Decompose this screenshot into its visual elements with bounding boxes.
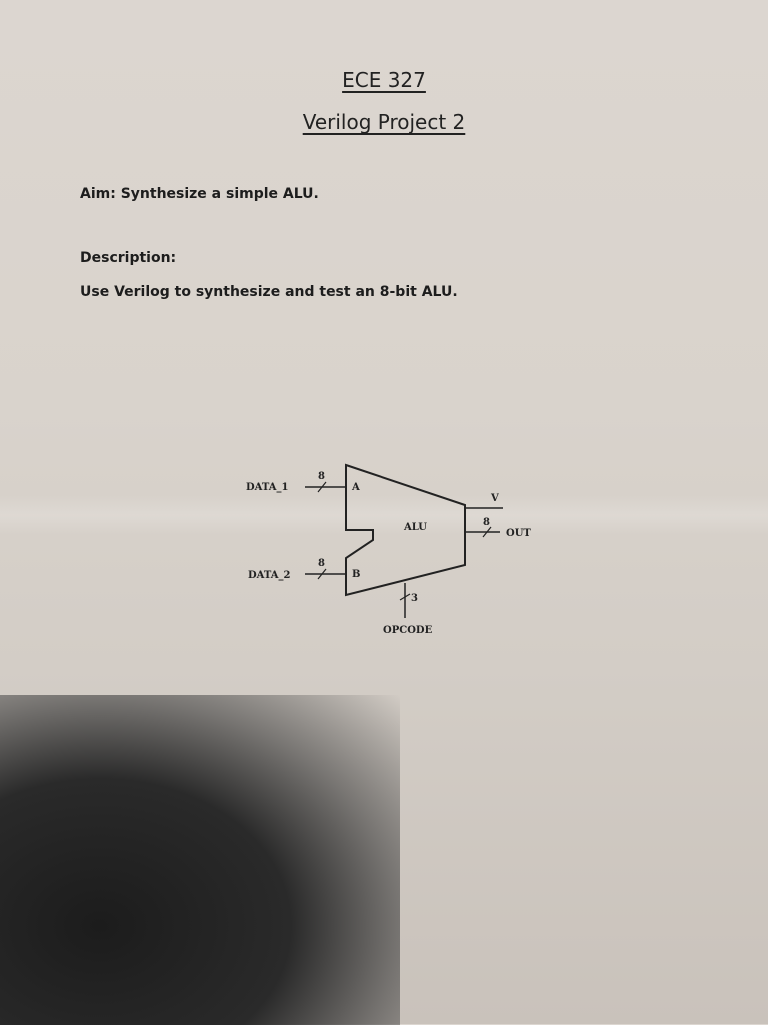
data2-label: DATA_2 — [248, 570, 291, 581]
course-title: ECE 327 — [342, 68, 426, 92]
port-b-label: B — [352, 569, 360, 580]
port-a-label: A — [351, 482, 360, 493]
out-width: 8 — [483, 517, 490, 528]
data1-bus-slash — [317, 481, 327, 493]
data1-label: DATA_1 — [246, 482, 289, 493]
aim-text: Aim: Synthesize a simple ALU. — [80, 186, 319, 202]
paper-fold — [0, 495, 768, 535]
out-label: OUT — [506, 528, 531, 539]
hand-shadow — [0, 695, 400, 1025]
alu-label: ALU — [403, 522, 427, 533]
description-heading: Description: — [80, 250, 177, 266]
opcode-width: 3 — [411, 593, 418, 604]
out-bus-slash — [482, 526, 492, 538]
v-label: V — [490, 493, 499, 504]
description-text: Use Verilog to synthesize and test an 8-… — [80, 284, 458, 300]
opcode-label: OPCODE — [383, 625, 433, 636]
data2-bus-slash — [317, 568, 327, 580]
project-title: Verilog Project 2 — [302, 110, 466, 134]
opcode-bus-slash — [399, 593, 411, 601]
data2-width: 8 — [318, 558, 325, 569]
alu-block — [345, 463, 466, 597]
data1-width: 8 — [318, 471, 325, 482]
